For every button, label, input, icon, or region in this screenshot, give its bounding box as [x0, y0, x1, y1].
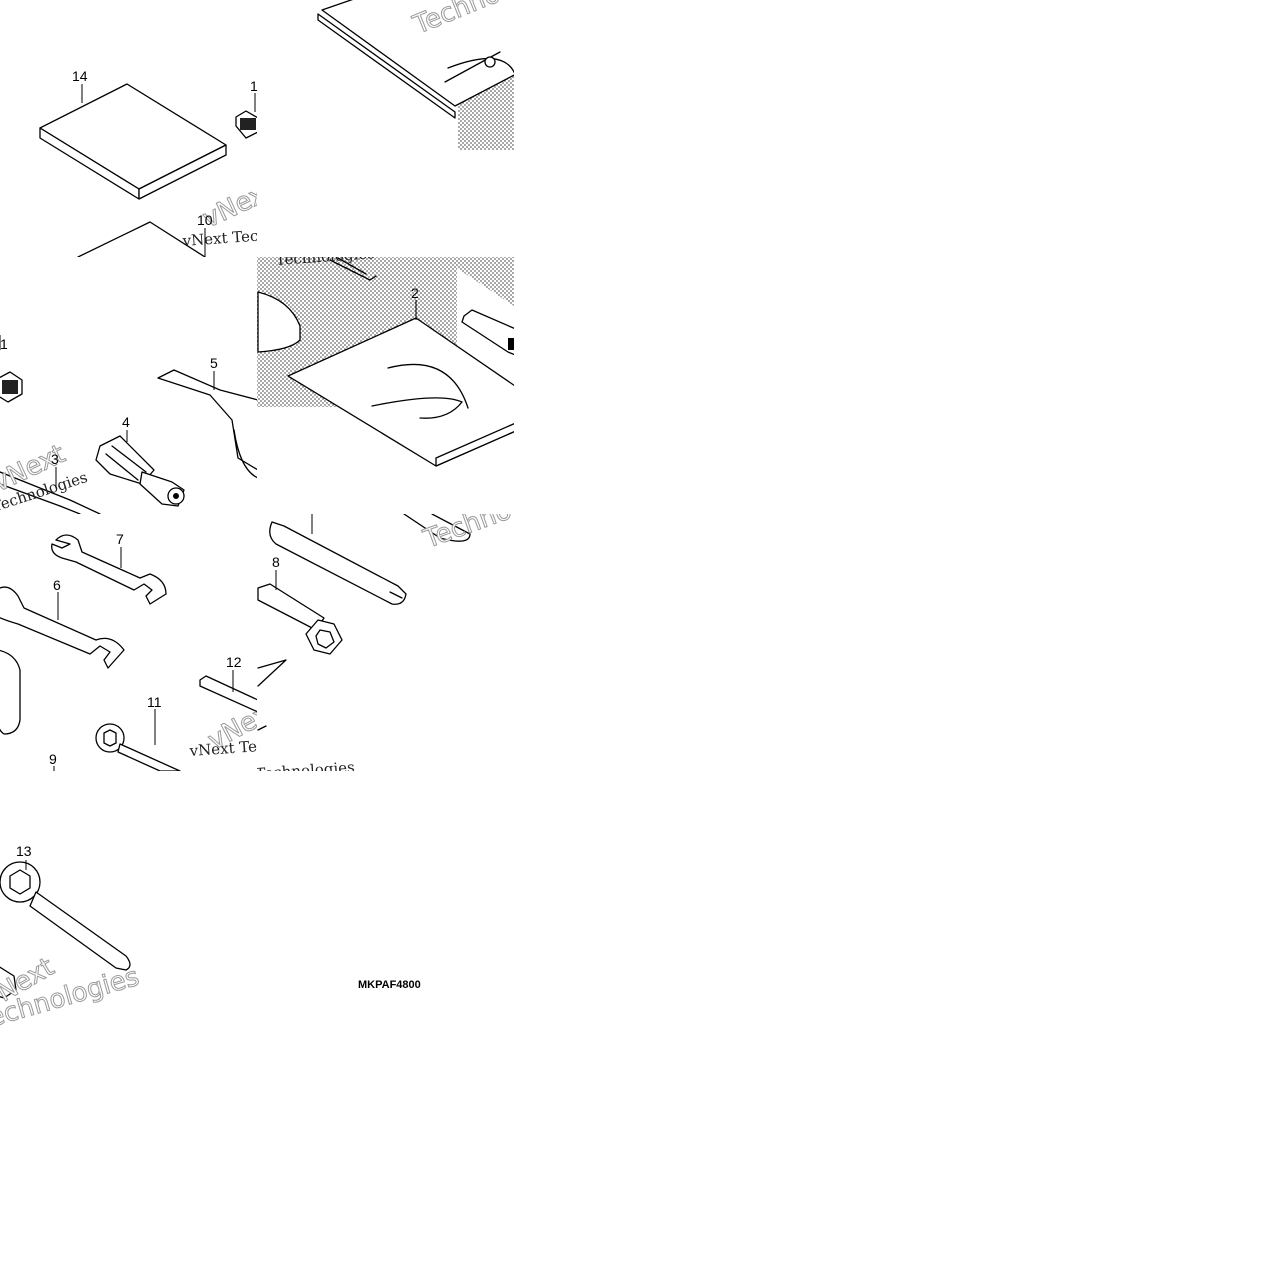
owners-manual-part: [39, 83, 227, 200]
callout-7: 7: [116, 531, 124, 547]
callout-13: 13: [16, 843, 32, 859]
screwdriver-part: [95, 430, 185, 507]
callout-10: 10: [197, 212, 213, 228]
tool-bag-part: [317, 0, 514, 119]
callout-3: 3: [51, 451, 59, 467]
watermark-text: Technologies: [419, 469, 587, 555]
extension-bar-part: [461, 309, 514, 356]
callout-1-lower: 1: [0, 336, 8, 352]
spark-plug-wrench-part: [257, 570, 343, 655]
ring-wrench-part: [95, 709, 181, 771]
callout-2: 2: [411, 285, 419, 301]
tile-lower-left: vNext Technologies: [0, 860, 143, 1028]
pin-spanner-part: [157, 369, 257, 479]
callout-9: 9: [49, 751, 57, 767]
callout-6: 6: [53, 577, 61, 593]
box-wrench-part: [0, 860, 131, 971]
callout-12: 12: [226, 654, 242, 670]
diagram-reference-code: MKPAF4800: [358, 979, 421, 991]
callout-8: 8: [272, 554, 280, 570]
socket-part: [0, 371, 23, 403]
callout-4: 4: [122, 414, 130, 430]
socket-tool-part: [235, 93, 257, 139]
tile-middle-right: Technologies: [257, 244, 514, 467]
tile-bottom-right: Technologies Technologies: [255, 469, 587, 783]
tile-top-left: vNext Technologies vNext: [39, 83, 257, 257]
tile-middle-left: vNext Technologies: [0, 335, 257, 514]
callout-14: 14: [72, 68, 88, 84]
callout-11: 11: [147, 694, 162, 710]
callout-1: 1: [250, 78, 258, 94]
watermark-text: Technologies: [255, 758, 355, 783]
tile-top-right: Technologies: [317, 0, 514, 150]
document-pouch-part: [287, 300, 514, 467]
watermark-text: Technologies: [275, 244, 375, 269]
open-end-wrench-small-part: [51, 534, 167, 605]
open-end-wrench-large-part: [0, 586, 125, 669]
flat-bar-part: [269, 514, 407, 605]
tile-bottom-left: vNext Technologies vNext: [0, 534, 257, 771]
callout-5: 5: [210, 355, 218, 371]
